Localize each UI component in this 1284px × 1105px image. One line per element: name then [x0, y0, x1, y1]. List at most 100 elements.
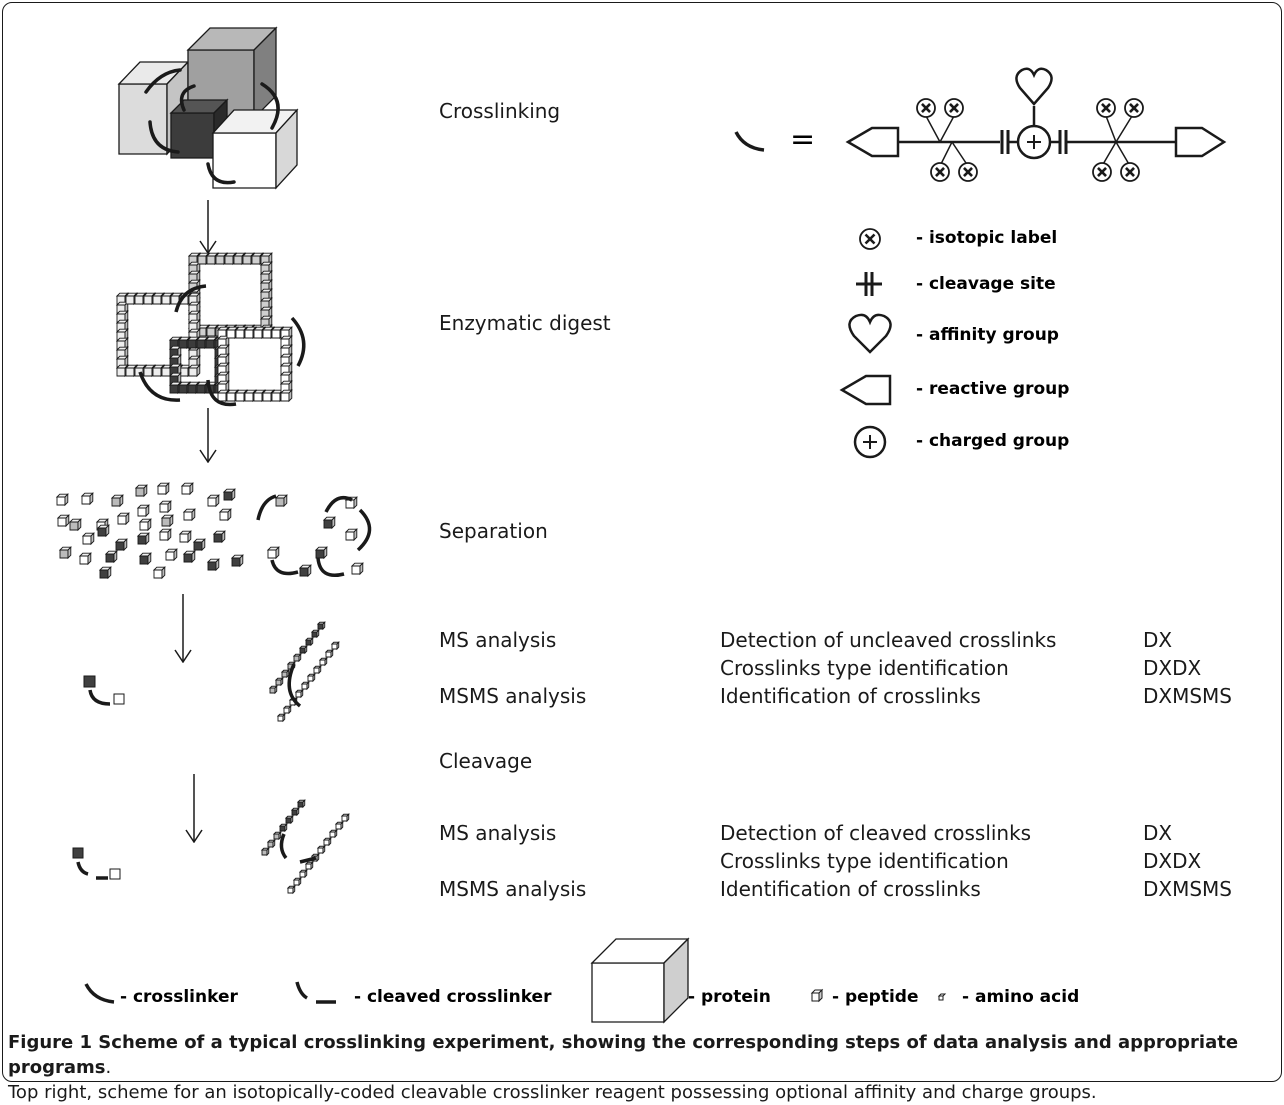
peptide-cube	[178, 530, 192, 544]
amino-acid-cube	[306, 673, 316, 683]
separated-peptides	[55, 482, 372, 580]
legend-protein: - protein	[688, 987, 771, 1007]
peptide-cube	[322, 516, 336, 530]
caption-body: Top right, scheme for an isotopically-co…	[8, 1082, 1097, 1103]
amino-acid-cube	[300, 681, 310, 691]
amino-acid-cube	[266, 839, 276, 849]
peptide-cube	[180, 482, 194, 496]
legend-cleaved-crosslinker: - cleaved crosslinker	[354, 987, 552, 1007]
isotopic-label-icon	[1092, 162, 1112, 182]
protein-icon	[590, 937, 690, 1024]
amino-acid-cube	[294, 689, 304, 699]
peptide-cube	[192, 538, 206, 552]
task-row: Crosslinks type identification	[720, 849, 1009, 873]
peptide-cube	[116, 512, 130, 526]
peptide-cube	[156, 482, 170, 496]
legend-charged-group: - charged group	[916, 431, 1070, 451]
isotopic-label-icon	[916, 98, 936, 118]
isotopic-label-icon	[1096, 98, 1116, 118]
amino-acid-cube	[268, 685, 278, 695]
amino-acid-cube	[292, 653, 302, 663]
charged-group-legend-icon	[853, 425, 887, 459]
crosslinker-symbol-key	[734, 131, 765, 152]
peptide-cube	[259, 261, 273, 275]
peptide-cube	[68, 518, 82, 532]
legend-crosslinker: - crosslinker	[120, 987, 238, 1007]
amino-acid-cube	[272, 831, 282, 841]
amino-acid-cube	[286, 885, 296, 895]
amino-acid-cube	[298, 645, 308, 655]
crosslinker-arcs	[144, 68, 280, 185]
amino-acid-cube	[304, 637, 314, 647]
peptide-cube	[186, 336, 200, 350]
amino-acid-cube	[278, 823, 288, 833]
amino-acid-cube	[340, 813, 350, 823]
peptide-cube	[158, 500, 172, 514]
cleaved-crosslinker-icon	[295, 981, 336, 1004]
amino-acid-cube	[304, 861, 314, 871]
amino-acid-cube	[296, 799, 306, 809]
amino-acid-cube	[276, 713, 286, 723]
isotopic-label-icon	[1120, 162, 1140, 182]
isotopic-label-icon	[859, 228, 881, 250]
reagent-scheme	[845, 67, 1227, 167]
peptide-cube	[266, 546, 280, 560]
protein-cube-white	[211, 108, 299, 190]
peptide-cube	[206, 558, 220, 572]
equals-sign: =	[790, 122, 816, 157]
peptide-cube	[160, 514, 174, 528]
peptide-cube	[56, 514, 70, 528]
peptide-cube	[344, 528, 358, 542]
peptide-cube	[218, 508, 232, 522]
amino-acid-cube	[310, 629, 320, 639]
peptide-cube	[81, 532, 95, 546]
peptide-cube	[206, 494, 220, 508]
legend-amino-acid: - amino acid	[962, 987, 1080, 1007]
protein-cluster	[117, 26, 299, 190]
peptide-cube	[152, 566, 166, 580]
amino-acid-cube	[290, 807, 300, 817]
peptide-cube	[55, 493, 69, 507]
legend-reactive-group: - reactive group	[916, 379, 1070, 399]
amino-acid-cube	[282, 705, 292, 715]
affinity-group-legend-icon	[848, 313, 892, 354]
amino-acid-icon	[937, 993, 947, 1001]
task-row: Detection of uncleaved crosslinks	[720, 628, 1057, 652]
task-row: Identification of crosslinks	[720, 877, 981, 901]
legend-isotopic-label: - isotopic label	[916, 228, 1058, 248]
figure-caption: Figure 1 Scheme of a typical crosslinkin…	[8, 1030, 1274, 1105]
cleavage-site-icon	[856, 272, 882, 296]
step-crosslinking: Crosslinking	[439, 99, 561, 123]
peptide-cube	[279, 380, 293, 394]
affinity-group-icon	[1015, 67, 1053, 106]
reactive-group-right-icon	[1174, 126, 1227, 158]
caption-title-end: .	[105, 1057, 112, 1078]
peptide-cube	[104, 550, 118, 564]
task-row: Detection of cleaved crosslinks	[720, 821, 1032, 845]
peptide-cube	[80, 492, 94, 506]
step-enzymatic-digest: Enzymatic digest	[439, 311, 611, 335]
peptide-cube	[78, 552, 92, 566]
amino-acid-cube	[298, 869, 308, 879]
figure-frame	[2, 2, 1282, 1082]
isotopic-label-icon	[1124, 98, 1144, 118]
isotopic-label-icon	[930, 162, 950, 182]
step-msms-analysis-2: MSMS analysis	[439, 877, 587, 901]
uncleaved-crosslinked-peptide-chains	[268, 621, 340, 723]
isotopic-labels	[916, 98, 1144, 182]
digested-protein-lattice	[115, 252, 306, 407]
amino-acid-cube	[324, 649, 334, 659]
reagent-legend-icons	[839, 228, 892, 459]
task-row: Crosslinks type identification	[720, 656, 1009, 680]
peptide-cube	[114, 538, 128, 552]
step-ms-analysis-1: MS analysis	[439, 628, 557, 652]
task-row: Identification of crosslinks	[720, 684, 981, 708]
peptide-cube	[298, 564, 312, 578]
program-name: DXMSMS	[1143, 684, 1233, 708]
amino-acid-cube	[328, 829, 338, 839]
program-name: DXDX	[1143, 849, 1202, 873]
program-name: DXMSMS	[1143, 877, 1233, 901]
amino-acid-cube	[274, 677, 284, 687]
amino-acid-cube	[312, 665, 322, 675]
